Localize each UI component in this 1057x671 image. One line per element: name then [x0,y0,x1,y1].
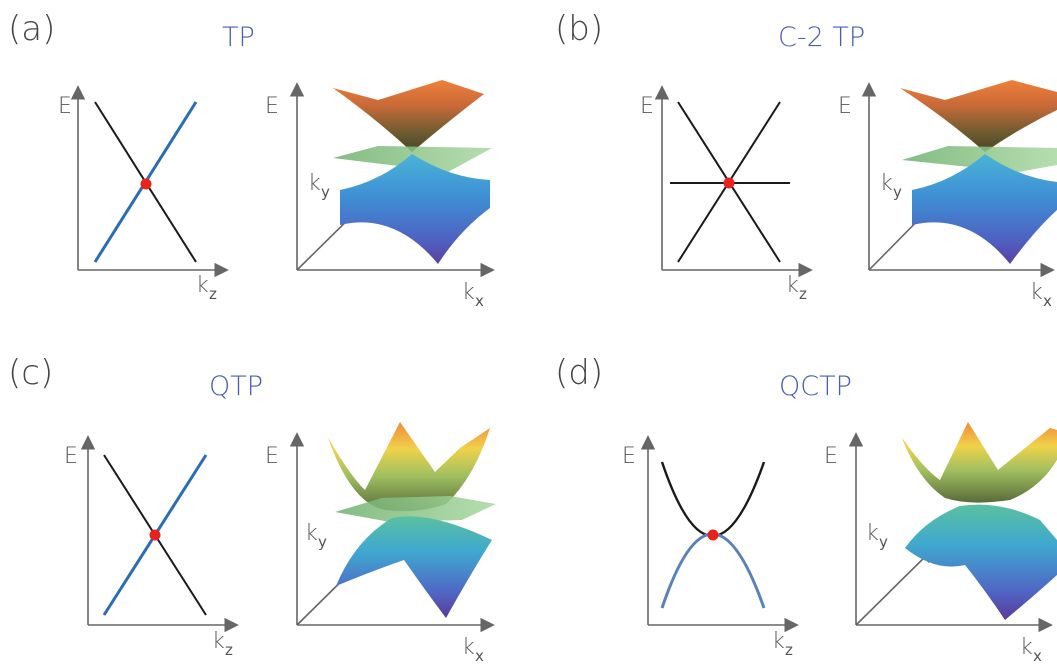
upper-cone [900,80,1057,152]
e-axis-label: E [640,94,654,119]
k-axis-subscript: z [225,641,233,659]
surf-kx-subscript: x [1033,647,1042,665]
panel-c: (c) QTP E k z E k x k y [8,353,496,665]
k-axis-label: k [196,273,209,298]
panel-title: C-2 TP [778,22,865,53]
panel-a: (a) TP E k z E k x k y [8,9,495,310]
e-axis-label: E [58,94,72,119]
surf-ky-subscript: y [321,183,330,201]
panel-title: QTP [209,371,263,402]
surf-kx-subscript: x [475,647,484,665]
panel-label: (a) [8,9,55,49]
lower-quadratic-surface [336,516,492,618]
dispersion-3d: E k x k y [265,80,495,310]
surf-ky-label: k [880,171,893,196]
k-axis-label: k [212,629,225,654]
panel-label: (b) [555,9,603,49]
surf-ky-subscript: y [893,183,902,201]
panel-label: (d) [555,353,603,393]
upper-quadratic-surface [328,422,490,512]
dispersion-3d: E k x k y [824,422,1057,665]
panel-d: (d) QCTP E k z E k x k y [555,353,1057,665]
surf-kx-label: k [462,280,475,305]
dispersion-2d: E k z [64,435,239,659]
crossing-point [707,529,719,541]
upper-cone [333,80,484,152]
surf-kx-label: k [462,635,475,660]
crossing-point [149,529,161,541]
surf-kx-subscript: x [1043,292,1052,310]
surf-kx-label: k [1020,635,1033,660]
surf-ky-label: k [305,521,318,546]
surf-kx-label: k [1030,280,1043,305]
surf-e-label: E [824,444,838,469]
surf-e-label: E [838,94,852,119]
panel-label: (c) [8,353,53,393]
dispersion-2d: E k z [640,85,813,303]
band-curve-lower [660,532,766,609]
upper-quadratic-surface [902,422,1057,503]
e-axis-label: E [622,444,636,469]
dispersion-3d: E k x k y [838,80,1057,310]
surf-ky-subscript: y [318,533,327,551]
k-axis-subscript: z [785,641,793,659]
surf-ky-axis [855,547,935,626]
dispersion-3d: E k x k y [265,422,496,665]
surf-ky-label: k [308,171,321,196]
surf-e-label: E [265,444,279,469]
crossing-point [140,178,152,190]
k-axis-label: k [786,273,799,298]
panel-b: (b) C-2 TP E k z E k x k y [555,9,1057,310]
panel-title: QCTP [779,371,852,402]
k-axis-label: k [772,629,785,654]
lower-cone [340,154,490,264]
crossing-point [723,177,735,189]
surf-ky-label: k [866,521,879,546]
e-axis-label: E [64,444,78,469]
k-axis-subscript: z [799,285,807,303]
dispersion-2d: E k z [58,85,229,303]
surf-ky-subscript: y [879,533,888,551]
flat-band [335,496,496,522]
band-curve-upper [660,461,766,538]
lower-quadratic-surface [905,504,1057,620]
dispersion-2d: E k z [622,435,799,659]
surf-e-label: E [265,94,279,119]
lower-cone [912,154,1057,264]
surf-kx-subscript: x [475,292,484,310]
panel-title: TP [222,22,255,53]
k-axis-subscript: z [209,285,217,303]
